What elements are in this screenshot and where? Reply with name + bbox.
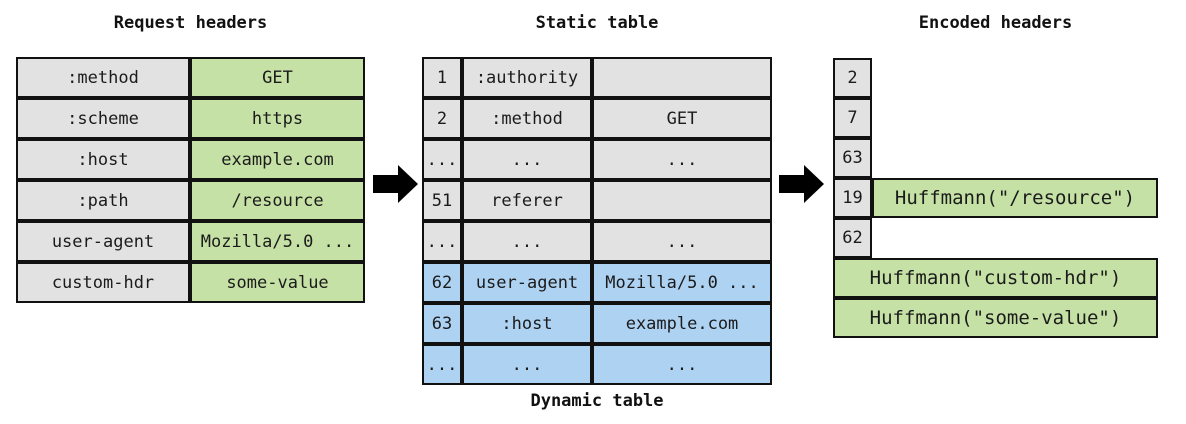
encoded-index-cell: 19 [833,178,872,218]
header-name-cell: :host [16,139,190,180]
header-name-cell: user-agent [16,221,190,262]
table-index-cell: 1 [422,57,462,98]
table-value-cell [592,180,772,221]
header-value-cell: example.com [190,139,365,180]
encoded-index-cell: 2 [833,58,872,98]
header-value-cell: GET [190,57,365,98]
encoded-index-cell: 63 [833,138,872,178]
table-name-cell: ... [462,221,592,262]
encoded-literal-some-value: Huffmann("some-value") [833,298,1158,338]
table-index-cell: ... [422,139,462,180]
table-name-cell: ... [462,139,592,180]
table-index-cell: ... [422,344,462,385]
table-value-cell: ... [592,344,772,385]
header-value-cell: some-value [190,262,365,303]
table-name-cell: ... [462,344,592,385]
table-value-cell [592,57,772,98]
encoded-index-cell: 62 [833,218,872,258]
table-index-cell: 63 [422,303,462,344]
header-name-cell: custom-hdr [16,262,190,303]
table-value-cell: GET [592,98,772,139]
table-value-cell: ... [592,139,772,180]
table-name-cell: :method [462,98,592,139]
header-value-cell: Mozilla/5.0 ... [190,221,365,262]
table-value-cell: Mozilla/5.0 ... [592,262,772,303]
header-name-cell: :scheme [16,98,190,139]
static-table-title: Static table [535,13,659,33]
static-dynamic-table: 1 :authority 2 :method GET ... ... ... 5… [422,57,772,385]
encoded-headers-title: Encoded headers [918,13,1073,33]
emit-flow-arrow-icon [779,165,824,203]
encoded-literal-resource: Huffmann("/resource") [872,178,1158,218]
header-value-cell: https [190,98,365,139]
request-headers-title: Request headers [113,13,268,33]
dynamic-table-title: Dynamic table [530,391,664,411]
table-index-cell: 62 [422,262,462,303]
header-name-cell: :method [16,57,190,98]
header-name-cell: :path [16,180,190,221]
table-name-cell: referer [462,180,592,221]
encoded-index-column: 2 7 63 19 62 [833,58,872,258]
table-index-cell: 2 [422,98,462,139]
header-value-cell: /resource [190,180,365,221]
table-index-cell: ... [422,221,462,262]
encoded-literal-custom-hdr: Huffmann("custom-hdr") [833,258,1158,298]
table-index-cell: 51 [422,180,462,221]
request-headers-table: :method GET :scheme https :host example.… [16,57,365,303]
table-value-cell: ... [592,221,772,262]
encode-flow-arrow-icon [373,165,418,203]
table-name-cell: :host [462,303,592,344]
table-value-cell: example.com [592,303,772,344]
table-name-cell: :authority [462,57,592,98]
encoded-index-cell: 7 [833,98,872,138]
table-name-cell: user-agent [462,262,592,303]
